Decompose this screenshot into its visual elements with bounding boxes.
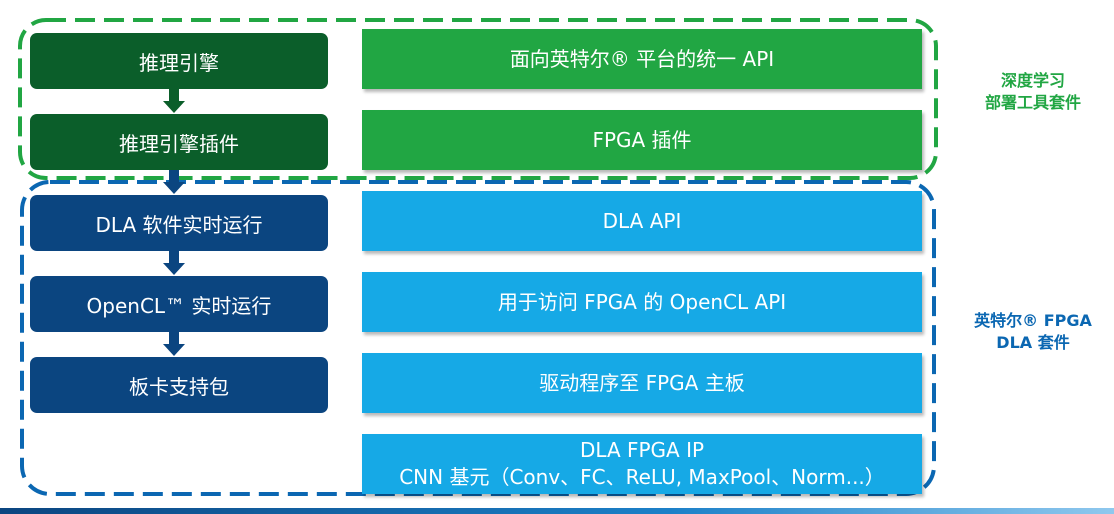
board-support-package-label: 板卡支持包 bbox=[129, 374, 229, 399]
cnn-primitives-label: CNN 基元（Conv、FC、ReLU, MaxPool、Norm...） bbox=[399, 465, 885, 489]
opencl-api-box: 用于访问 FPGA 的 OpenCL API bbox=[362, 272, 922, 332]
down-arrow-icon bbox=[163, 251, 185, 275]
unified-api-label: 面向英特尔® 平台的统一 API bbox=[509, 46, 775, 71]
inference-engine-box: 推理引擎 bbox=[30, 33, 328, 89]
down-arrow-icon bbox=[163, 89, 185, 113]
fpga-plugin-label: FPGA 插件 bbox=[592, 127, 692, 152]
dla-fpga-ip-box: DLA FPGA IP CNN 基元（Conv、FC、ReLU, MaxPool… bbox=[362, 434, 922, 494]
blue-group-label: 英特尔® FPGA DLA 套件 bbox=[953, 310, 1113, 354]
green-group-label-line1: 深度学习 bbox=[1000, 71, 1065, 90]
dla-runtime-label: DLA 软件实时运行 bbox=[95, 212, 263, 237]
down-arrow-icon bbox=[163, 170, 185, 194]
down-arrow-icon bbox=[163, 332, 185, 356]
opencl-api-label: 用于访问 FPGA 的 OpenCL API bbox=[497, 289, 787, 314]
dla-fpga-ip-title: DLA FPGA IP bbox=[579, 438, 705, 462]
driver-box: 驱动程序至 FPGA 主板 bbox=[362, 353, 922, 413]
board-support-package-box: 板卡支持包 bbox=[30, 357, 328, 413]
dla-runtime-box: DLA 软件实时运行 bbox=[30, 195, 328, 251]
driver-label: 驱动程序至 FPGA 主板 bbox=[539, 370, 745, 395]
green-group-label-line2: 部署工具套件 bbox=[984, 93, 1081, 112]
bottom-accent-bar bbox=[0, 508, 1114, 514]
opencl-runtime-box: OpenCL™ 实时运行 bbox=[30, 276, 328, 332]
inference-engine-plugin-label: 推理引擎插件 bbox=[119, 131, 239, 156]
opencl-runtime-label: OpenCL™ 实时运行 bbox=[86, 293, 272, 318]
blue-group-label-line1: 英特尔® FPGA bbox=[974, 311, 1092, 330]
dla-api-box: DLA API bbox=[362, 191, 922, 251]
blue-group-label-line2: DLA 套件 bbox=[996, 333, 1070, 352]
blue-group-outline bbox=[20, 180, 936, 496]
inference-engine-plugin-box: 推理引擎插件 bbox=[30, 114, 328, 170]
inference-engine-label: 推理引擎 bbox=[139, 50, 219, 75]
dla-api-label: DLA API bbox=[602, 208, 682, 233]
unified-api-box: 面向英特尔® 平台的统一 API bbox=[362, 29, 922, 89]
fpga-plugin-box: FPGA 插件 bbox=[362, 110, 922, 170]
green-group-label: 深度学习 部署工具套件 bbox=[953, 70, 1113, 114]
green-group-outline bbox=[18, 18, 938, 180]
